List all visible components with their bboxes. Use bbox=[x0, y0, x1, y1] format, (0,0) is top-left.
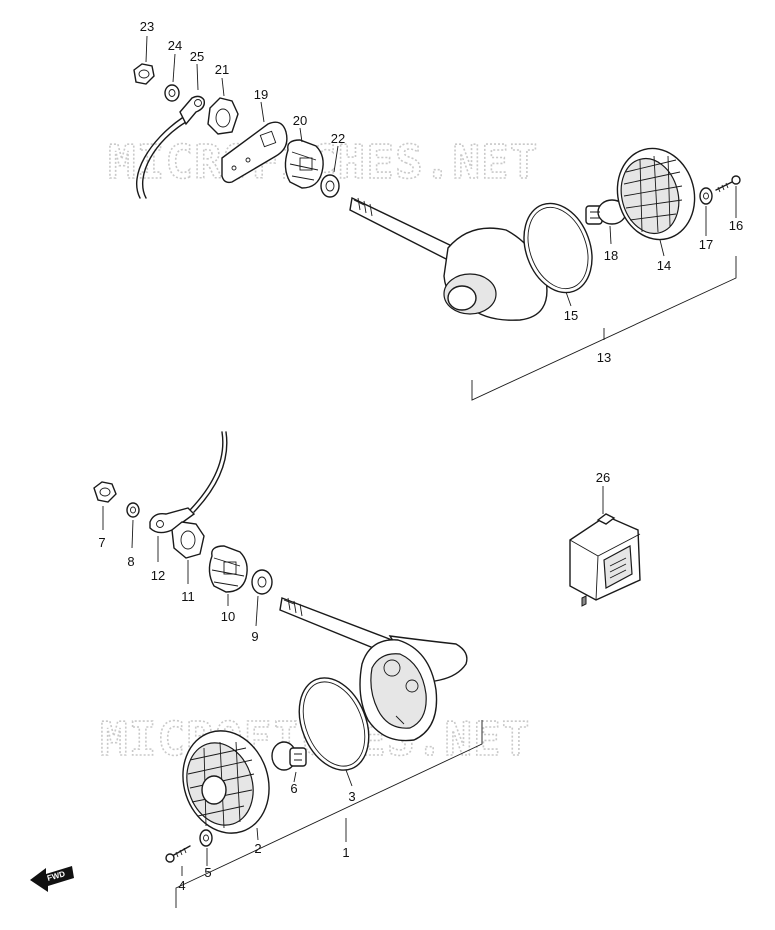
callout-20: 20 bbox=[293, 113, 307, 128]
callout-11: 11 bbox=[181, 589, 195, 604]
callout-23: 23 bbox=[140, 19, 154, 34]
leader-lines-upper bbox=[145, 35, 737, 401]
grommet-20 bbox=[284, 139, 324, 189]
callout-6: 6 bbox=[290, 781, 297, 796]
nut-7 bbox=[93, 481, 117, 503]
callout-9: 9 bbox=[251, 629, 258, 644]
lens-2 bbox=[182, 730, 270, 834]
terminal-25 bbox=[179, 95, 206, 126]
callout-24: 24 bbox=[168, 38, 182, 53]
gasket-3 bbox=[298, 677, 370, 771]
washer-5 bbox=[199, 829, 213, 847]
bracket-19 bbox=[221, 121, 288, 184]
callout-14: 14 bbox=[657, 258, 671, 273]
callout-22: 22 bbox=[331, 131, 345, 146]
callout-2: 2 bbox=[254, 841, 261, 856]
callout-numbers: 23 24 25 21 19 20 22 16 17 18 14 15 13 2… bbox=[98, 19, 743, 893]
callout-3: 3 bbox=[348, 789, 355, 804]
washer-24 bbox=[164, 84, 180, 102]
housing-upper bbox=[349, 196, 548, 321]
callout-17: 17 bbox=[699, 237, 713, 252]
lead-wire-lower bbox=[189, 431, 224, 511]
lens-14 bbox=[616, 147, 696, 241]
callout-16: 16 bbox=[729, 218, 743, 233]
callout-18: 18 bbox=[604, 248, 618, 263]
washer-17 bbox=[699, 187, 713, 205]
housing-lower bbox=[279, 597, 468, 742]
fwd-direction-arrow: FWD bbox=[30, 866, 74, 892]
washer-9 bbox=[251, 569, 273, 595]
callout-10: 10 bbox=[221, 609, 235, 624]
screw-16 bbox=[715, 175, 741, 193]
screw-4 bbox=[165, 845, 191, 863]
callout-5: 5 bbox=[204, 865, 211, 880]
callout-1: 1 bbox=[342, 845, 349, 860]
callout-15: 15 bbox=[564, 308, 578, 323]
callout-13: 13 bbox=[597, 350, 611, 365]
lower-turn-signal-assembly bbox=[93, 431, 468, 863]
terminal-12 bbox=[149, 507, 196, 534]
grommet-10 bbox=[208, 545, 248, 593]
callout-4: 4 bbox=[178, 878, 185, 893]
callout-7: 7 bbox=[98, 535, 105, 550]
callout-25: 25 bbox=[190, 49, 204, 64]
lead-wire-upper bbox=[135, 117, 183, 199]
washer-8 bbox=[126, 502, 140, 518]
callout-26: 26 bbox=[596, 470, 610, 485]
callout-12: 12 bbox=[151, 568, 165, 583]
bulb-6 bbox=[271, 741, 307, 771]
upper-turn-signal-assembly bbox=[133, 63, 741, 321]
nut-11 bbox=[171, 521, 205, 559]
leader-lines-lower bbox=[102, 506, 483, 908]
callout-19: 19 bbox=[254, 87, 268, 102]
relay-26 bbox=[569, 486, 641, 607]
callout-21: 21 bbox=[215, 62, 229, 77]
nut-21 bbox=[207, 97, 239, 135]
nut-23 bbox=[133, 63, 155, 85]
washer-22 bbox=[320, 174, 340, 198]
gasket-15 bbox=[523, 202, 593, 294]
callout-8: 8 bbox=[127, 554, 134, 569]
